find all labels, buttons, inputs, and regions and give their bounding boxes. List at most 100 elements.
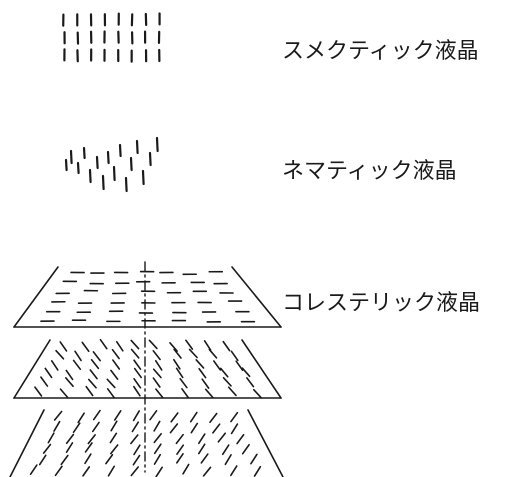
cholesteric-molecule (130, 348, 140, 359)
cholesteric-molecule (201, 378, 210, 389)
cholesteric-molecule (241, 367, 251, 378)
cholesteric-molecule (253, 465, 262, 477)
nematic-label: ネマティック液晶 (282, 159, 457, 184)
cholesteric-molecule (29, 464, 38, 475)
cholesteric-molecule (53, 410, 63, 421)
cholesteric-molecule (77, 412, 85, 424)
cholesteric-molecule (110, 369, 119, 380)
nematic-molecule (88, 168, 92, 184)
cholesteric-molecule (241, 443, 250, 455)
cholesteric-molecule (107, 465, 115, 477)
cholesteric-molecule (153, 432, 162, 444)
cholesteric-molecule (154, 359, 163, 371)
cholesteric-molecule (175, 367, 184, 379)
cholesteric-molecule (65, 369, 74, 381)
nematic-molecule (95, 155, 99, 170)
cholesteric-molecule (252, 388, 262, 399)
cholesteric-molecule (212, 423, 221, 434)
cholesteric-molecule (54, 465, 63, 477)
cholesteric-molecule (148, 339, 158, 350)
cholesteric-molecule (204, 388, 214, 399)
cholesteric-molecule (106, 378, 116, 389)
cholesteric-molecule (169, 423, 179, 434)
cholesteric-molecule (175, 453, 184, 464)
cholesteric-molecule (153, 420, 161, 432)
smectic-molecules (62, 12, 161, 63)
cholesteric-molecule (130, 434, 139, 445)
cholesteric-molecule (92, 351, 101, 362)
cholesteric-molecule (245, 377, 255, 388)
cholesteric-molecule (111, 348, 120, 360)
cholesteric-molecule (44, 367, 53, 379)
cholesteric-label: コレステリック液晶 (282, 291, 481, 316)
cholesteric-molecule (42, 443, 52, 454)
cholesteric-molecule (47, 432, 55, 444)
cholesteric-molecule (203, 340, 212, 351)
nematic-molecule (141, 169, 145, 186)
cholesteric-molecule (87, 434, 96, 445)
nematic-molecule (101, 174, 105, 191)
cholesteric-molecule (133, 359, 142, 370)
cholesteric-plane-edge (9, 409, 45, 477)
cholesteric-molecule (74, 350, 82, 362)
cholesteric-molecule (88, 378, 97, 389)
cholesteric-molecule (38, 454, 47, 466)
cholesteric-molecule (176, 444, 185, 455)
cholesteric-molecule (34, 386, 43, 397)
cholesteric-molecule (202, 466, 212, 477)
nematic-molecule (129, 156, 133, 172)
cholesteric-molecule (85, 385, 94, 397)
cholesteric-molecule (155, 466, 163, 477)
cholesteric-molecule (197, 443, 206, 455)
cholesteric-molecule (84, 453, 92, 465)
cholesteric-planes (9, 261, 284, 477)
cholesteric-molecule (112, 359, 121, 370)
cholesteric-molecule (82, 466, 91, 477)
cholesteric-molecule (152, 350, 161, 361)
cholesteric-molecule (133, 385, 141, 397)
cholesteric-molecule (109, 432, 118, 444)
cholesteric-molecule (81, 341, 90, 353)
cholesteric-molecule (133, 444, 141, 456)
cholesteric-molecule (209, 412, 218, 424)
cholesteric-plane-edge (241, 339, 282, 399)
nematic-molecule (82, 146, 86, 160)
cholesteric-molecule (230, 465, 238, 477)
cholesteric-molecule (113, 410, 122, 421)
cholesteric-molecule (230, 411, 239, 423)
cholesteric-molecule (175, 433, 184, 445)
nematic-molecule (69, 149, 73, 165)
nematic-molecule (148, 151, 152, 167)
cholesteric-molecule (195, 359, 205, 369)
nematic-molecule (76, 161, 80, 175)
cholesteric-molecule (173, 358, 181, 370)
cholesteric-molecule (169, 342, 178, 352)
cholesteric-molecule (105, 453, 114, 465)
cholesteric-molecule (60, 454, 69, 466)
cholesteric-molecule (110, 444, 119, 455)
cholesteric-molecule (217, 432, 227, 443)
cholesteric-molecule (40, 376, 49, 387)
cholesteric-molecule (235, 360, 244, 371)
cholesteric-molecule (198, 367, 207, 379)
cholesteric-molecule (130, 339, 140, 350)
cholesteric-molecule (155, 388, 164, 399)
cholesteric-molecule (65, 377, 74, 388)
cholesteric-molecule (53, 420, 61, 432)
cholesteric-molecule (55, 349, 65, 360)
cholesteric-molecule (222, 376, 232, 387)
cholesteric-molecule (173, 348, 182, 359)
cholesteric-molecule (222, 340, 231, 352)
cholesteric-molecule (198, 433, 206, 445)
cholesteric-molecule (227, 386, 237, 397)
cholesteric-molecule (59, 341, 68, 352)
cholesteric-molecule (131, 421, 140, 433)
nematic-molecule (112, 165, 116, 182)
cholesteric-molecule (132, 454, 141, 466)
cholesteric-molecule (133, 378, 142, 389)
cholesteric-molecule (188, 348, 198, 359)
cholesteric-molecule (185, 339, 194, 350)
cholesteric-molecule (213, 360, 222, 371)
cholesteric-molecule (236, 433, 245, 445)
